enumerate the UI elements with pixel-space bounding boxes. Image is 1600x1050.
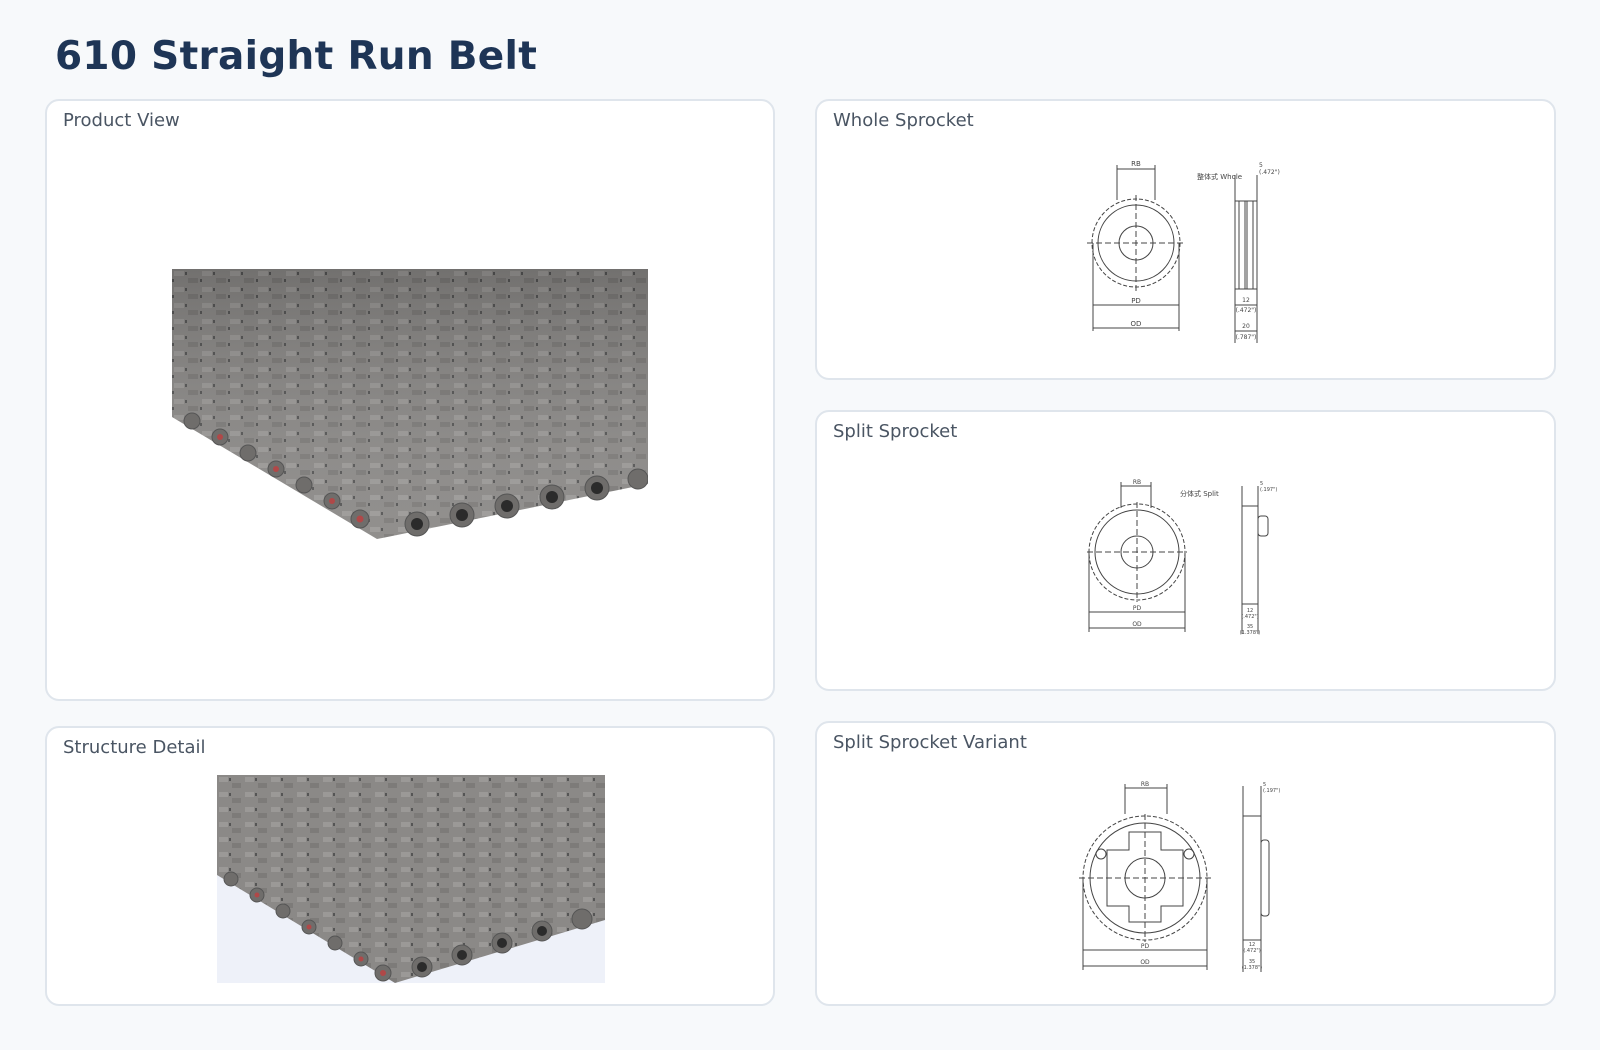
split-sprocket-variant-card: Split Sprocket Variant RB 5 <box>815 721 1556 1006</box>
variant-bore-in-label: (1.378") <box>1242 965 1263 971</box>
product-view-card: Product View <box>45 99 775 701</box>
variant-hub-label: 12 <box>1249 942 1255 948</box>
split-hub-in-label: (.472") <box>1241 614 1258 620</box>
split-sprocket-card: Split Sprocket RB 分体式 Split 5 (.197 <box>815 410 1556 691</box>
whole-od-label: OD <box>1131 320 1142 328</box>
whole-sprocket-drawing: RB 整体式 Whole 5 (.472") PD OD 12 (.472") … <box>1087 155 1287 351</box>
page-title: 610 Straight Run Belt <box>55 34 538 79</box>
whole-width-in-label: (.472") <box>1259 169 1280 176</box>
split-width-in-label: (.197") <box>1260 487 1277 493</box>
split-hub-label: 12 <box>1247 608 1253 614</box>
whole-pd-label: PD <box>1131 297 1141 305</box>
whole-sprocket-label: Whole Sprocket <box>833 110 974 131</box>
split-bore-in-label: (1.378") <box>1240 630 1261 636</box>
structure-detail-image <box>217 775 605 983</box>
whole-width-label: 5 <box>1259 162 1263 169</box>
product-view-label: Product View <box>63 110 180 131</box>
variant-od-label: OD <box>1140 959 1150 966</box>
structure-detail-label: Structure Detail <box>63 737 206 758</box>
whole-sprocket-card: Whole Sprocket RB 整体式 Whole 5 <box>815 99 1556 380</box>
split-type-label: 分体式 Split <box>1180 489 1219 498</box>
variant-rb-label: RB <box>1141 781 1149 788</box>
split-bore-label: 35 <box>1247 624 1253 630</box>
variant-hub-in-label: (.472") <box>1243 948 1260 954</box>
structure-detail-card: Structure Detail <box>45 726 775 1006</box>
whole-bore-label: 20 <box>1242 323 1250 330</box>
whole-type-label: 整体式 Whole <box>1197 172 1242 181</box>
whole-rb-label: RB <box>1131 160 1141 168</box>
variant-width-in-label: (.197") <box>1263 788 1280 794</box>
split-sprocket-variant-drawing: RB 5 (.197") PD OD 12 (.472") 35 (1.378"… <box>1079 780 1295 976</box>
variant-bore-label: 35 <box>1249 959 1255 965</box>
split-sprocket-variant-label: Split Sprocket Variant <box>833 732 1027 753</box>
variant-pd-label: PD <box>1141 943 1150 950</box>
split-pd-label: PD <box>1133 605 1142 612</box>
whole-bore-in-label: (.787") <box>1236 334 1257 341</box>
split-od-label: OD <box>1132 621 1142 628</box>
whole-hub-label: 12 <box>1242 297 1250 304</box>
whole-hub-in-label: (.472") <box>1236 307 1257 314</box>
variant-width-label: 5 <box>1263 782 1266 788</box>
split-rb-label: RB <box>1133 479 1141 486</box>
split-sprocket-drawing: RB 分体式 Split 5 (.197") PD OD 12 (.472") … <box>1087 478 1287 638</box>
split-width-label: 5 <box>1260 481 1263 487</box>
split-sprocket-label: Split Sprocket <box>833 421 958 442</box>
product-view-image <box>172 269 648 539</box>
